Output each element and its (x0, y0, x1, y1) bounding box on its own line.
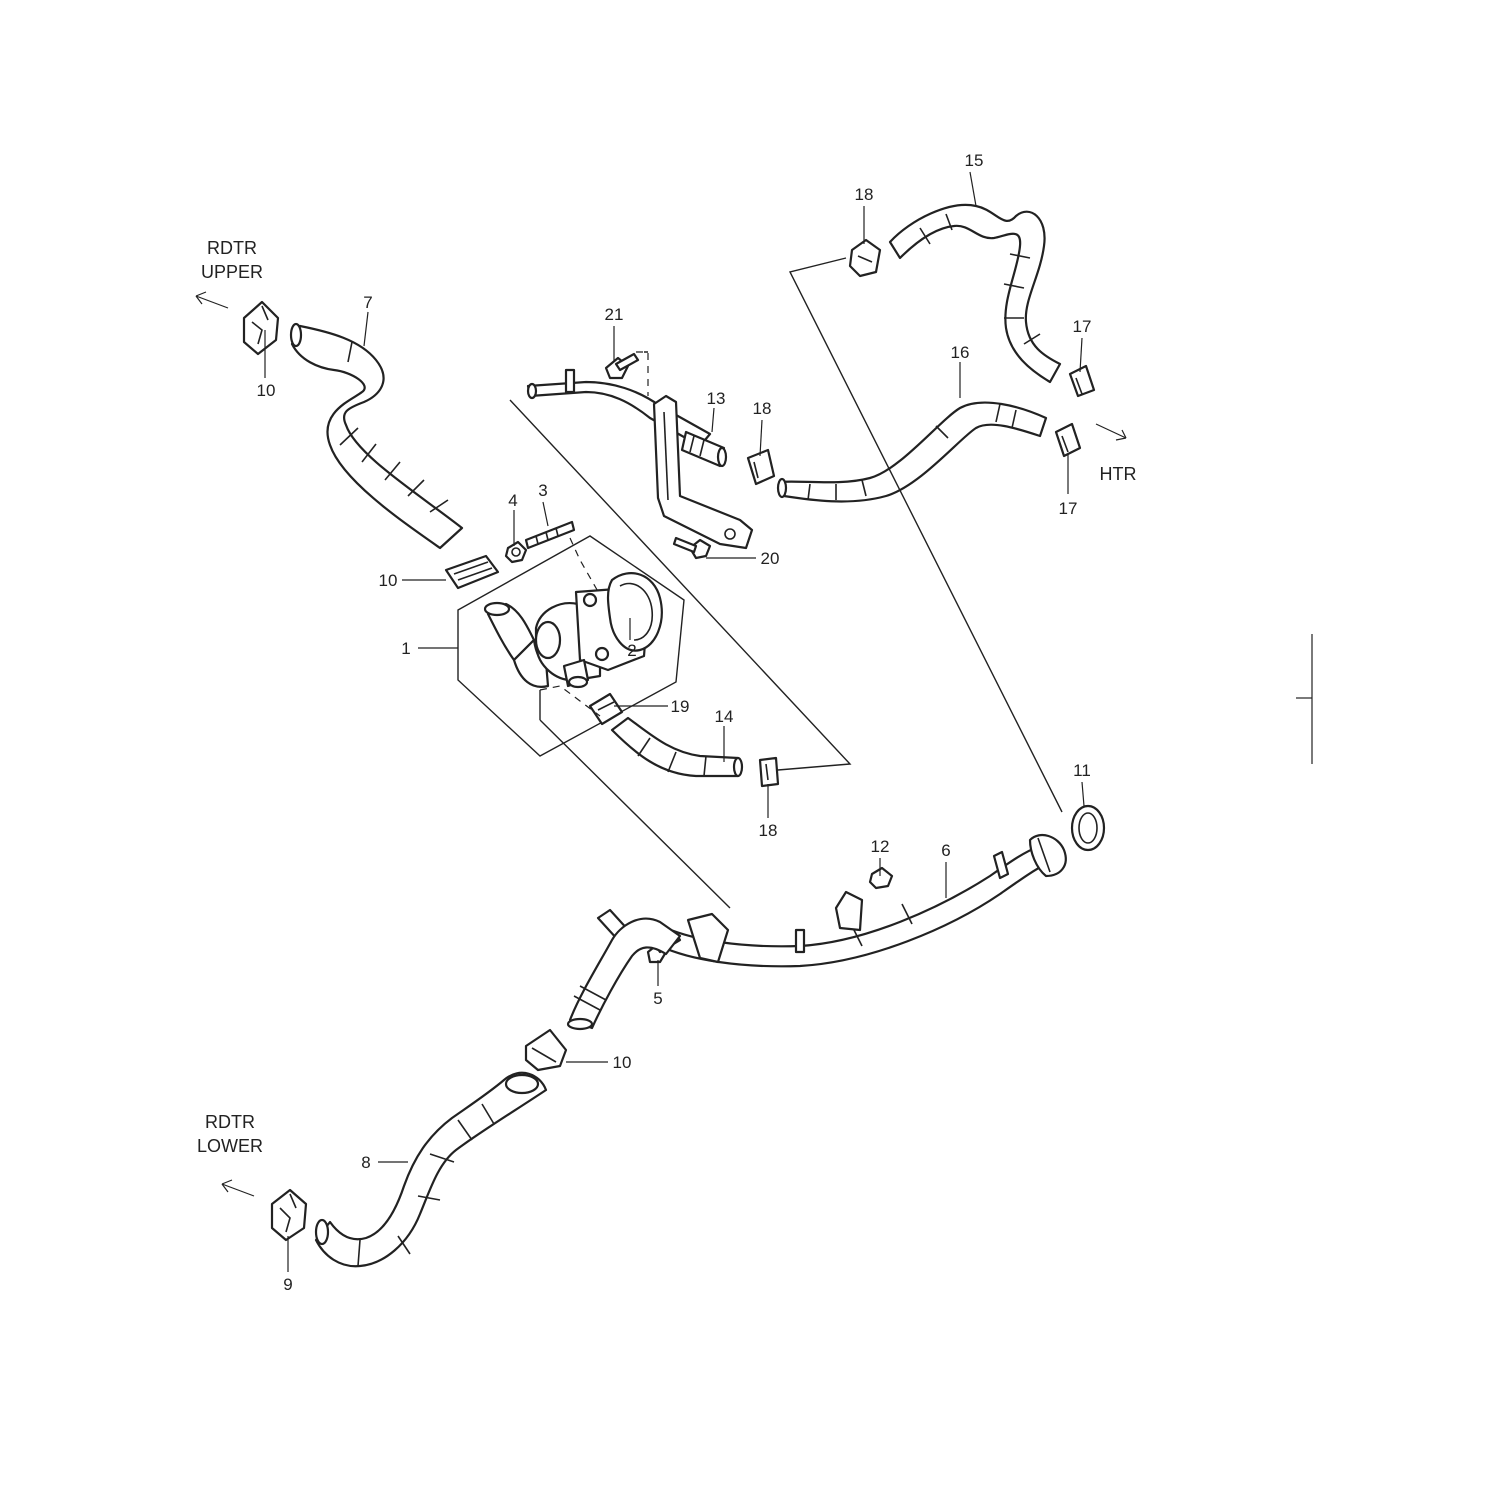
callout-10-lower: 10 (613, 1053, 632, 1072)
callout-21: 21 (605, 305, 624, 324)
rdtr-upper-label-line1: RDTR (207, 238, 257, 258)
heater-hose-16[interactable] (776, 401, 1048, 503)
callout-18-middle: 18 (753, 399, 772, 418)
thermostat-gasket[interactable] (606, 572, 663, 652)
thermostat-lower-guide (539, 685, 601, 717)
oring-11[interactable] (1070, 804, 1106, 852)
hose-14-group-line (539, 690, 731, 909)
nut-4[interactable] (504, 540, 528, 564)
hose-clamp-18-upper[interactable] (848, 238, 882, 278)
callout-10-middle: 10 (379, 571, 398, 590)
hose-clamp-17-upper[interactable] (1068, 364, 1096, 398)
callout-20: 20 (761, 549, 780, 568)
hose-clamp-10-upper[interactable] (242, 300, 280, 356)
thermostat-dashed-guide (569, 537, 601, 596)
hose-clamp-19[interactable] (588, 692, 624, 726)
radiator-lower-hose[interactable] (314, 1071, 548, 1268)
callout-1: 1 (401, 639, 410, 658)
arrow-rdtr-upper (195, 291, 229, 309)
thermostat-group-outline (457, 535, 685, 757)
callout-5: 5 (653, 989, 662, 1008)
hose-clamp-10-lower[interactable] (524, 1028, 568, 1072)
bolt-21[interactable] (604, 352, 640, 380)
hose-clamp-9[interactable] (270, 1188, 308, 1242)
arrow-htr (1095, 423, 1127, 441)
water-pipe-6-branch[interactable] (566, 917, 682, 1031)
hose-clamp-18-lower[interactable] (758, 756, 780, 788)
hose-clamp-10-middle[interactable] (444, 554, 500, 590)
stud-bolt-3[interactable] (524, 520, 576, 550)
pipe-bracket[interactable] (652, 394, 754, 550)
callout-18-upper: 18 (855, 185, 874, 204)
nut-12[interactable] (868, 866, 894, 890)
callout-11: 11 (1073, 761, 1091, 780)
hose-clamp-17-lower[interactable] (1054, 422, 1082, 458)
callout-12: 12 (871, 837, 890, 856)
bolt-21-guide (636, 351, 649, 396)
callout-17-lower: 17 (1059, 499, 1078, 518)
hose-clamp-18-middle[interactable] (746, 448, 776, 486)
water-pipe-6[interactable] (596, 833, 1067, 968)
callout-8: 8 (361, 1153, 370, 1172)
pipe-13-group-line (509, 351, 852, 771)
bolt-20[interactable] (672, 536, 712, 560)
callout-17-upper: 17 (1073, 317, 1092, 336)
callout-2: 2 (627, 641, 636, 660)
leader-lines (264, 171, 1085, 1272)
rdtr-upper-label-line2: UPPER (201, 262, 263, 282)
page-edge-mark (1296, 634, 1313, 764)
callout-15: 15 (965, 151, 984, 170)
callout-16: 16 (951, 343, 970, 362)
callout-10-upper: 10 (257, 381, 276, 400)
rdtr-lower-label-line2: LOWER (197, 1136, 263, 1156)
htr-label: HTR (1100, 464, 1137, 484)
callout-7: 7 (363, 293, 372, 312)
bypass-hose-14[interactable] (610, 716, 744, 778)
rdtr-lower-label-line1: RDTR (205, 1112, 255, 1132)
heater-hose-15[interactable] (888, 203, 1062, 384)
hose-15-group-line (788, 257, 1063, 813)
callout-4: 4 (508, 491, 517, 510)
callout-19: 19 (671, 697, 690, 716)
callout-18-lower: 18 (759, 821, 778, 840)
callout-13: 13 (707, 389, 726, 408)
callout-6: 6 (941, 841, 950, 860)
callout-14: 14 (715, 707, 734, 726)
arrow-rdtr-lower (221, 1179, 255, 1197)
callout-9: 9 (283, 1275, 292, 1294)
radiator-upper-hose[interactable] (289, 322, 464, 550)
callout-3: 3 (538, 481, 547, 500)
